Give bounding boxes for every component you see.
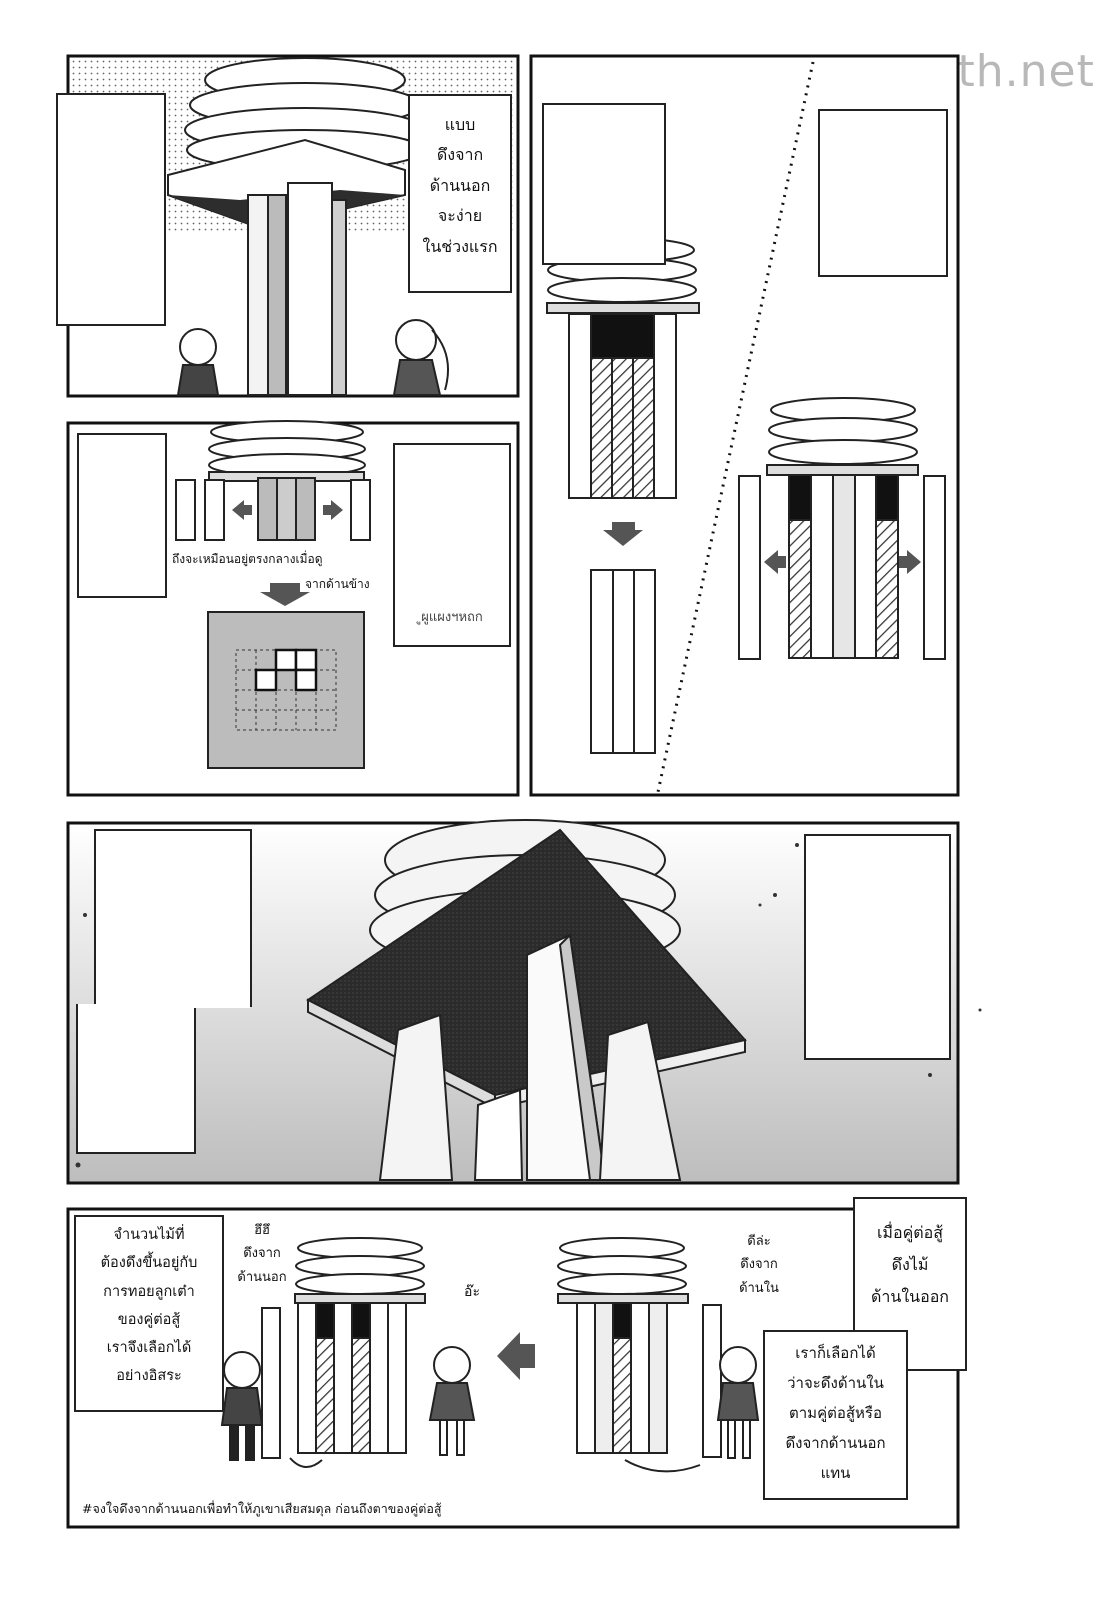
panel2-right-box-fragment: ูผูแผงฯหถก [421, 610, 483, 625]
panel4-right-blank-box [804, 834, 951, 1060]
panel2-note-line2: จากด้านข้าง [305, 577, 370, 591]
panel3-top-right-blank-box [818, 109, 948, 277]
panel2-left-blank-box [77, 433, 167, 598]
panel5-footer-hashtag: #จงใจดึงจากด้านนอกเพื่อทำให้ภูเขาเสียสมด… [82, 1501, 442, 1516]
panel4-left-blank-box-lower [76, 1004, 196, 1154]
panel4-left-blank-box [94, 829, 252, 1007]
panel1-caption-text: แบบ ดึงจาก ด้านนอก จะง่าย ในช่วงแรก [422, 115, 498, 256]
panel4-box-joint [96, 1000, 250, 1008]
panel2-right-box: ูผูแผงฯหถก [393, 443, 511, 647]
speech-right-text: ดีล่ะ ดึงจาก ด้านใน [739, 1234, 779, 1296]
speech-center-text: อ๊ะ [464, 1284, 480, 1300]
panel5-left-caption-box: จำนวนไม้ที่ ต้องดึงขึ้นอยู่กับ การทอยลูก… [74, 1215, 224, 1412]
panel5-bottom-right-caption-box: เราก็เลือกได้ ว่าจะดึงด้านใน ตามคู่ต่อสู… [763, 1330, 908, 1500]
panel1-caption-box: แบบ ดึงจาก ด้านนอก จะง่าย ในช่วงแรก [408, 94, 512, 293]
panel5-top-right-caption-text: เมื่อคู่ต่อสู้ ดึงไม้ ด้านในออก [871, 1223, 949, 1306]
panel1-left-blank-box [56, 93, 166, 326]
panel2-note-line1: ถึงจะเหมือนอยู่ตรงกลางเมื่อดู [172, 552, 323, 566]
panel5-bottom-right-caption-text: เราก็เลือกได้ ว่าจะดึงด้านใน ตามคู่ต่อสู… [785, 1344, 886, 1482]
panel3-top-left-blank-box [542, 103, 666, 265]
panel5-left-caption-text: จำนวนไม้ที่ ต้องดึงขึ้นอยู่กับ การทอยลูก… [100, 1227, 198, 1385]
speech-left-text: ฮึฮึ ดึงจาก ด้านนอก [237, 1223, 287, 1285]
